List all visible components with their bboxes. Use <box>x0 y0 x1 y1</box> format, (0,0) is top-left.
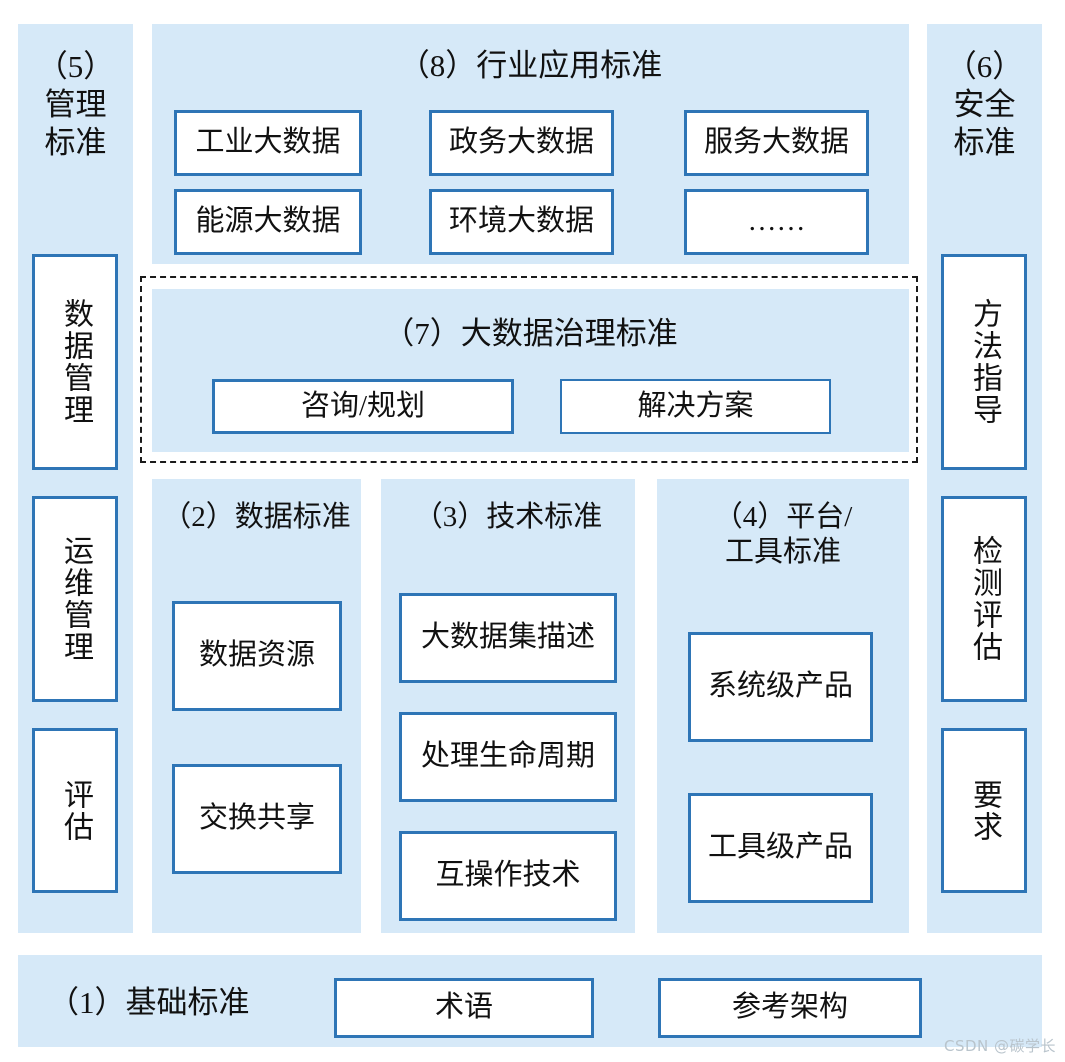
security-standards-title: （6） 安全 标准 <box>945 49 1024 160</box>
technology-item-bigdata-set-description[interactable]: 大数据集描述 <box>399 593 617 683</box>
governance-dashed-boundary <box>140 276 918 463</box>
foundation-item-terminology[interactable]: 术语 <box>334 978 594 1038</box>
governance-item-solutions-label: 解决方案 <box>637 389 754 422</box>
industry-item-government-bigdata-label: 政务大数据 <box>448 126 594 159</box>
management-standards-title: （5） 管理 标准 <box>36 49 115 160</box>
industry-item-energy-bigdata-label: 能源大数据 <box>195 205 341 238</box>
management-item-ops-management[interactable]: 运维管理 <box>32 496 118 702</box>
industry-application-title: （8）行业应用标准 <box>398 48 663 83</box>
industry-item-environment-bigdata[interactable]: 环境大数据 <box>429 189 614 255</box>
management-item-data-management[interactable]: 数据管理 <box>32 254 118 470</box>
technology-item-processing-lifecycle[interactable]: 处理生命周期 <box>399 712 617 802</box>
foundation-item-reference-architecture-label: 参考架构 <box>731 991 848 1024</box>
technology-item-bigdata-set-description-label: 大数据集描述 <box>420 621 595 654</box>
data-standards-item-exchange-sharing-label: 交换共享 <box>198 802 315 835</box>
industry-item-energy-bigdata[interactable]: 能源大数据 <box>174 189 362 255</box>
industry-item-environment-bigdata-label: 环境大数据 <box>448 205 594 238</box>
security-item-requirements-label: 要求 <box>968 778 1001 843</box>
industry-item-government-bigdata[interactable]: 政务大数据 <box>429 110 614 176</box>
management-item-ops-management-label: 运维管理 <box>59 535 92 663</box>
csdn-watermark: CSDN @碳学长 <box>944 1037 1057 1055</box>
platform-item-system-level-product-label: 系统级产品 <box>707 670 853 703</box>
security-item-testing-evaluation[interactable]: 检测评估 <box>941 496 1027 702</box>
foundation-item-terminology-label: 术语 <box>434 991 493 1024</box>
technology-item-processing-lifecycle-label: 处理生命周期 <box>420 740 595 773</box>
industry-item-industrial-bigdata[interactable]: 工业大数据 <box>174 110 362 176</box>
industry-item-service-bigdata-label: 服务大数据 <box>703 126 849 159</box>
data-standards-item-data-resource[interactable]: 数据资源 <box>172 601 342 711</box>
platform-item-tool-level-product[interactable]: 工具级产品 <box>688 793 873 903</box>
technology-item-interoperability[interactable]: 互操作技术 <box>399 831 617 921</box>
security-item-testing-evaluation-label: 检测评估 <box>968 535 1001 663</box>
industry-item-ellipsis-label: …… <box>747 205 806 238</box>
management-item-evaluation-label: 评估 <box>59 778 92 843</box>
security-item-requirements[interactable]: 要求 <box>941 728 1027 893</box>
foundation-standards-title: （1）基础标准 <box>48 985 250 1020</box>
management-item-data-management-label: 数据管理 <box>59 298 92 426</box>
technology-standards-title: （3）技术标准 <box>413 501 603 533</box>
platform-item-tool-level-product-label: 工具级产品 <box>707 831 853 864</box>
platform-tool-standards-title: （4）平台/ 工具标准 <box>713 501 853 569</box>
technology-item-interoperability-label: 互操作技术 <box>435 859 581 892</box>
governance-standards-title: （7）大数据治理标准 <box>383 316 678 351</box>
data-standards-item-exchange-sharing[interactable]: 交换共享 <box>172 764 342 874</box>
industry-item-industrial-bigdata-label: 工业大数据 <box>195 126 341 159</box>
management-item-evaluation[interactable]: 评估 <box>32 728 118 893</box>
security-item-method-guidance[interactable]: 方法指导 <box>941 254 1027 470</box>
data-standards-item-data-resource-label: 数据资源 <box>198 639 315 672</box>
security-item-method-guidance-label: 方法指导 <box>968 298 1001 426</box>
governance-item-consulting-planning-label: 咨询/规划 <box>300 389 426 422</box>
governance-item-consulting-planning[interactable]: 咨询/规划 <box>212 379 514 434</box>
industry-item-service-bigdata[interactable]: 服务大数据 <box>684 110 869 176</box>
data-standards-title: （2）数据标准 <box>162 501 351 533</box>
platform-item-system-level-product[interactable]: 系统级产品 <box>688 632 873 742</box>
governance-item-solutions[interactable]: 解决方案 <box>560 379 831 434</box>
industry-item-ellipsis[interactable]: …… <box>684 189 869 255</box>
foundation-item-reference-architecture[interactable]: 参考架构 <box>658 978 922 1038</box>
